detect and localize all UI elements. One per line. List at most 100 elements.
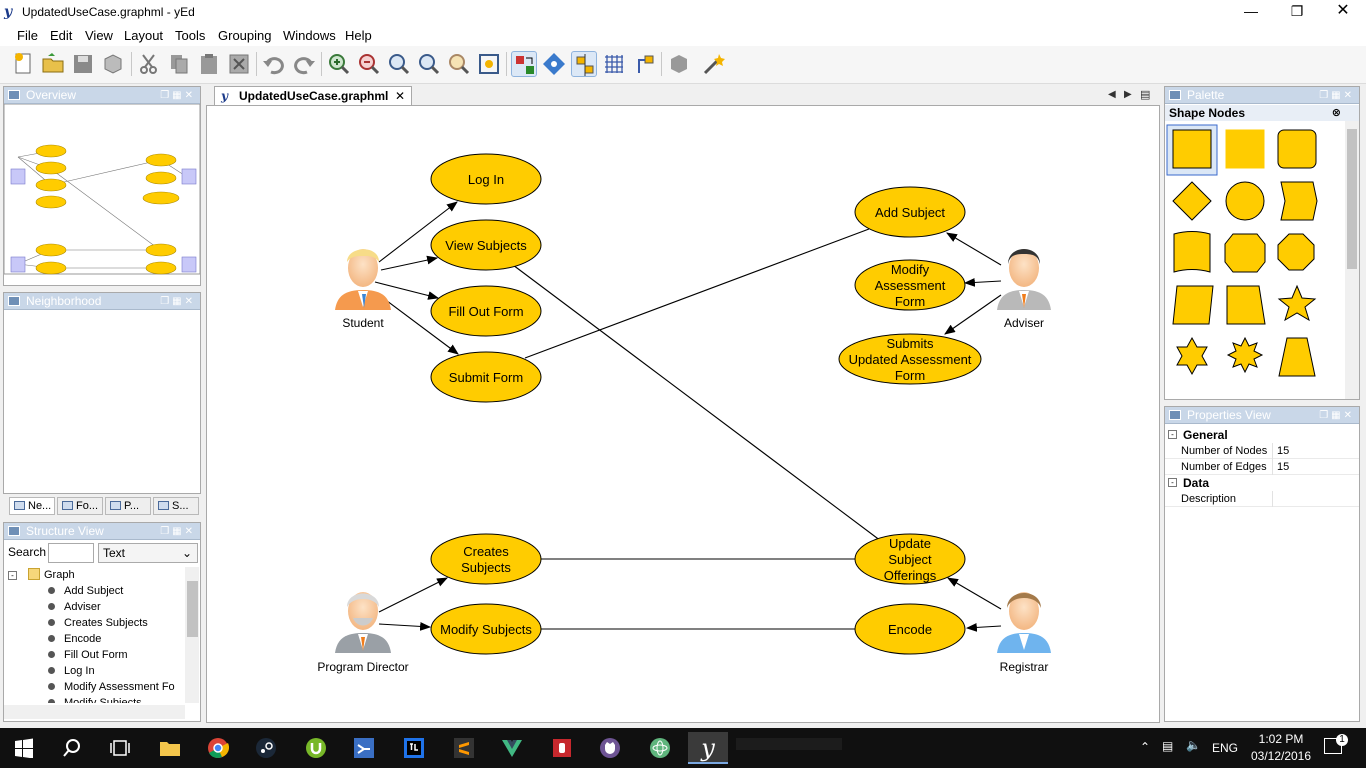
network-icon[interactable]: ▤ [1162, 739, 1174, 753]
actor-student-label: Student [342, 316, 384, 330]
tab-scroll-right-icon[interactable]: ▶ [1124, 89, 1132, 100]
intellij-icon[interactable] [394, 732, 434, 764]
zoom-out-icon[interactable] [356, 51, 382, 77]
graph-canvas[interactable]: Log In View Subjects Fill Out Form Submi… [206, 105, 1160, 723]
fit-content-icon[interactable] [476, 51, 502, 77]
zoom-original-icon[interactable] [386, 51, 412, 77]
task-view-icon[interactable] [100, 732, 140, 764]
tab-neighborhood[interactable]: Ne... [9, 497, 55, 515]
sublime-icon[interactable] [444, 732, 484, 764]
menu-grouping[interactable]: Grouping [218, 28, 272, 43]
properties-title: Properties View [1187, 408, 1271, 422]
tab-structure[interactable]: S... [153, 497, 199, 515]
panel-buttons-icon[interactable]: ❐▦✕ [1319, 90, 1355, 101]
overview-thumbnail[interactable] [3, 103, 201, 286]
paste-icon[interactable] [196, 51, 222, 77]
menu-file[interactable]: File [17, 28, 38, 43]
minimize-button[interactable]: — [1244, 3, 1258, 19]
utorrent-icon[interactable] [296, 732, 336, 764]
menu-tools[interactable]: Tools [175, 28, 206, 43]
cut-icon[interactable] [136, 51, 162, 77]
tab-scroll-left-icon[interactable]: ◀ [1108, 89, 1116, 100]
prop-section-data[interactable]: - Data [1165, 475, 1359, 491]
redo-icon[interactable] [291, 51, 317, 77]
palette-scrollbar[interactable] [1345, 121, 1359, 399]
usecase-login-label: Log In [468, 172, 504, 187]
clock-time[interactable]: 1:02 PM [1258, 732, 1304, 746]
notification-center-icon[interactable] [1324, 738, 1342, 754]
actor-director-icon [335, 592, 391, 653]
usecase-modify-assess-label: Form [895, 294, 925, 309]
filter-select[interactable]: Text ⌄ [98, 543, 198, 563]
clock-date[interactable]: 03/12/2016 [1250, 749, 1312, 763]
menu-view[interactable]: View [85, 28, 113, 43]
maximize-button[interactable]: ❐ [1290, 3, 1304, 19]
github-icon[interactable] [590, 732, 630, 764]
panel-buttons-icon[interactable]: ❐▦✕ [160, 90, 196, 101]
use-case-diagram[interactable]: Log In View Subjects Fill Out Form Submi… [207, 106, 1159, 722]
window-title: UpdatedUseCase.graphml - yEd [22, 5, 195, 19]
yed-taskbar-icon[interactable]: y [688, 732, 728, 764]
edit-mode-icon[interactable] [511, 51, 537, 77]
horizontal-scrollbar[interactable] [4, 705, 185, 719]
delete-icon[interactable] [226, 51, 252, 77]
panel-buttons-icon[interactable]: ❐▦✕ [160, 526, 196, 537]
panel-buttons-icon[interactable]: ❐▦✕ [1319, 410, 1355, 421]
close-tab-icon[interactable]: ✕ [395, 89, 406, 103]
orthogonal-edges-icon[interactable] [631, 51, 657, 77]
export-icon[interactable] [100, 51, 126, 77]
copy-icon[interactable] [166, 51, 192, 77]
palette-section-header[interactable]: Shape Nodes ⊗ [1165, 105, 1359, 121]
undo-icon[interactable] [261, 51, 287, 77]
chrome-icon[interactable] [198, 732, 238, 764]
show-hidden-icons-icon[interactable]: ⌃ [1140, 740, 1151, 754]
snap-lines-icon[interactable] [571, 51, 597, 77]
menu-help[interactable]: Help [345, 28, 372, 43]
prop-value[interactable] [1272, 491, 1352, 507]
menu-bar: File Edit View Layout Tools Grouping Win… [0, 24, 1366, 46]
tab-label: P... [124, 500, 140, 512]
windows-start-icon[interactable] [4, 732, 44, 764]
close-window-button[interactable]: ✕ [1336, 2, 1350, 19]
language-indicator[interactable]: ENG [1212, 741, 1239, 755]
visual-studio-icon[interactable] [344, 732, 384, 764]
new-document-icon[interactable] [10, 51, 36, 77]
magic-wand-icon[interactable] [701, 51, 727, 77]
atom-icon[interactable] [640, 732, 680, 764]
scrollbar-thumb[interactable] [1347, 129, 1357, 269]
search-icon[interactable] [52, 732, 92, 764]
grid-icon[interactable] [601, 51, 627, 77]
scrollbar-thumb[interactable] [187, 581, 198, 637]
tab-properties[interactable]: P... [105, 497, 151, 515]
menu-edit[interactable]: Edit [50, 28, 73, 43]
panel-buttons-icon[interactable]: ❐▦✕ [160, 296, 196, 307]
zoom-selection-icon[interactable] [446, 51, 472, 77]
collapse-icon[interactable]: - [1168, 430, 1177, 439]
collapse-icon[interactable]: - [1168, 478, 1177, 487]
prop-value[interactable]: 15 [1272, 459, 1289, 475]
prop-value[interactable]: 15 [1272, 443, 1289, 459]
prop-section-general[interactable]: - General [1165, 427, 1359, 443]
document-tab[interactable]: y UpdatedUseCase.graphml ✕ [214, 86, 412, 106]
vue-icon[interactable] [492, 732, 532, 764]
zoom-in-icon[interactable] [326, 51, 352, 77]
menu-layout[interactable]: Layout [124, 28, 164, 43]
search-input[interactable] [48, 543, 94, 563]
plugin-icon[interactable] [666, 51, 692, 77]
volume-icon[interactable]: 🔈 [1186, 738, 1201, 752]
shape-palette-grid[interactable] [1165, 121, 1343, 399]
open-folder-icon[interactable] [40, 51, 66, 77]
zoom-area-icon[interactable] [416, 51, 442, 77]
menu-windows[interactable]: Windows [283, 28, 336, 43]
collapse-section-icon[interactable]: ⊗ [1331, 107, 1341, 119]
tab-list-icon[interactable]: ▤ [1140, 89, 1151, 101]
steam-icon[interactable] [246, 732, 286, 764]
navigation-mode-icon[interactable] [541, 51, 567, 77]
file-explorer-icon[interactable] [150, 732, 190, 764]
vertical-scrollbar[interactable] [185, 567, 199, 703]
properties-header: Properties View ❐▦✕ [1165, 407, 1359, 424]
app-red-icon[interactable] [542, 732, 582, 764]
tab-folding[interactable]: Fo... [57, 497, 103, 515]
collapse-icon[interactable]: - [8, 571, 17, 580]
save-icon[interactable] [70, 51, 96, 77]
